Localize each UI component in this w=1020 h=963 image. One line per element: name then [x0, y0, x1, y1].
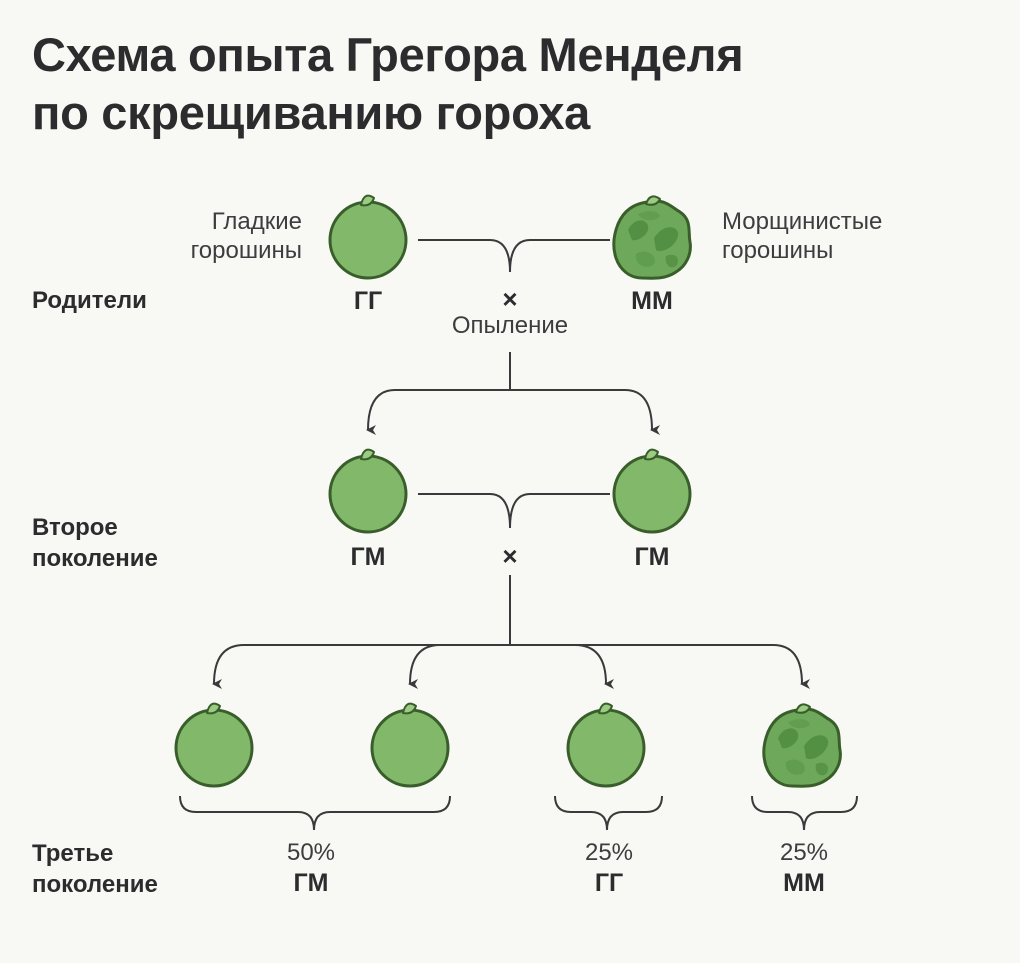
offspring-pea-4-wrinkled: [762, 703, 842, 788]
hybrid-right-genotype: ГМ: [634, 543, 670, 571]
title-line-2: по скрещиванию гороха: [32, 86, 590, 139]
row-label-third-generation: Третье поколение: [32, 840, 158, 898]
arrow-to-offspring-1: [212, 644, 510, 690]
brace-group-25-gg: [554, 795, 663, 831]
page-title: Схема опыта Грегора Менделя по скрещиван…: [32, 26, 744, 142]
hybrid-left-genotype: ГМ: [350, 543, 386, 571]
parents-cross-symbol: ×: [502, 284, 518, 314]
offspring-pea-2: [370, 702, 450, 788]
group-50-gm: 50% ГМ: [287, 838, 335, 898]
parent-left-genotype: ГГ: [353, 287, 383, 315]
group-percent: 25%: [779, 839, 829, 866]
arrow-to-offspring-3: [510, 644, 615, 689]
offspring-pea-3: [566, 702, 646, 788]
group-genotype: ГМ: [293, 869, 329, 897]
row-label-second-generation: Второе поколение: [32, 514, 158, 572]
title-line-1: Схема опыта Грегора Менделя: [32, 28, 744, 81]
row-label-parents: Родители: [32, 287, 147, 314]
hybrid-pea-right: [612, 448, 692, 534]
hybrid-pea-left: [328, 448, 408, 534]
group-25-gg: 25% ГГ: [585, 838, 633, 898]
arrow-to-offspring-2: [408, 644, 510, 690]
brace-group-25-mm: [751, 795, 858, 831]
offspring-pea-1: [174, 702, 254, 788]
brace-group-50: [179, 795, 451, 831]
hybrids-cross-bracket: [418, 493, 610, 529]
parent-right-genotype: ММ: [631, 287, 673, 315]
smooth-peas-label: Гладкие горошины: [190, 208, 302, 264]
group-genotype: ГГ: [594, 869, 624, 897]
smooth-pea-parent: [328, 194, 408, 280]
group-25-mm: 25% ММ: [780, 838, 828, 898]
hybrids-cross-symbol: ×: [502, 541, 518, 571]
group-genotype: ММ: [783, 869, 825, 897]
arrow-to-left-hybrid: [366, 389, 510, 436]
arrow-to-right-hybrid: [510, 389, 661, 435]
parents-cross-bracket: [418, 239, 610, 273]
arrow-to-offspring-4: [510, 644, 811, 689]
wrinkled-peas-label: Морщинистые горошины: [722, 208, 883, 264]
group-percent: 50%: [286, 839, 336, 866]
group-percent: 25%: [584, 839, 634, 866]
wrinkled-pea-parent: [612, 195, 692, 280]
pollination-label: Опыление: [451, 312, 569, 339]
